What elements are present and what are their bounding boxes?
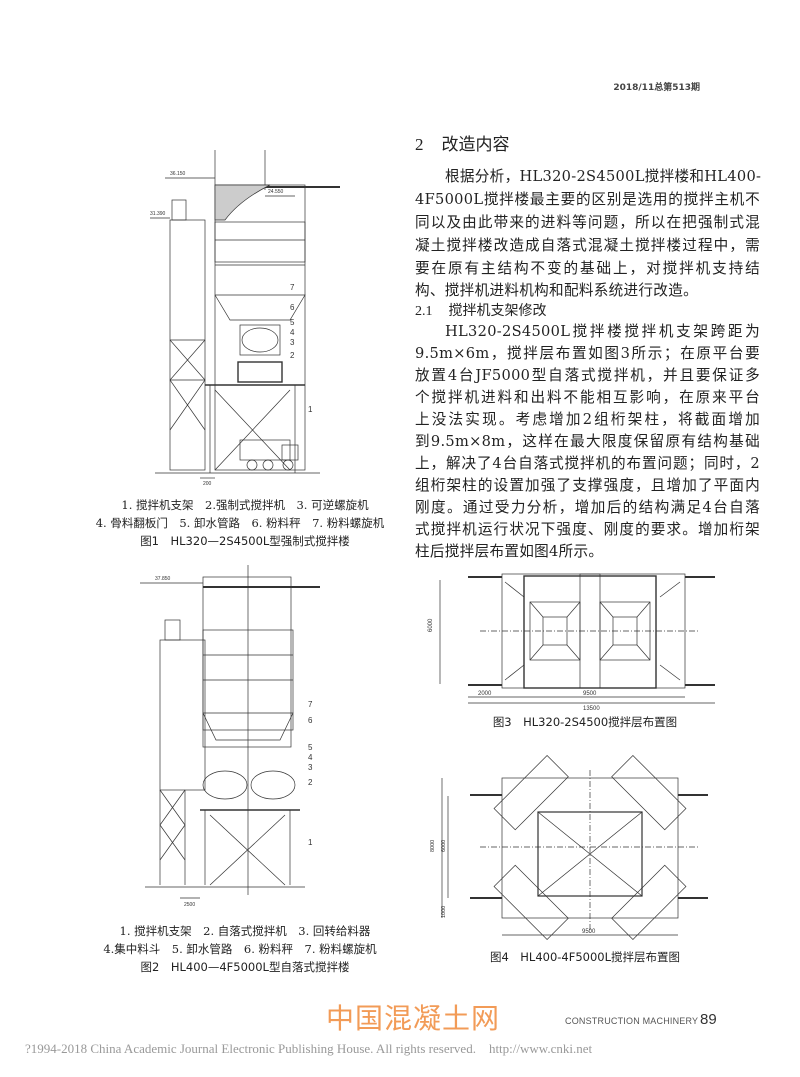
paragraph-line: 柱后搅拌层布置如图4所示。 <box>415 543 604 560</box>
dimension-label: 1000 <box>441 906 447 918</box>
figure-4-drawing: 8000 6000 1000 9500 <box>430 755 708 940</box>
issue-header: 2018/11总第513期 <box>613 83 700 93</box>
callout-3: 3 <box>290 338 295 347</box>
journal-name: CONSTRUCTION MACHINERY <box>565 1016 699 1026</box>
elevation-label: 37.850 <box>155 576 171 582</box>
callout-7: 7 <box>290 283 295 292</box>
paragraph-line: 要在原有主结构不变的基础上，对搅拌机支持结 <box>415 260 760 277</box>
subsection-heading: 2.1 搅拌机支架修改 <box>415 302 547 321</box>
paragraph-line: 构、搅拌机进料机构和配料系统进行改造。 <box>415 282 698 299</box>
dimension-label: 8000 <box>430 840 436 852</box>
callout-7: 7 <box>308 700 313 709</box>
dimension-label: 13500 <box>583 706 600 712</box>
figure-2-drawing: 37.850 2500 7 6 5 4 3 2 1 <box>140 565 320 908</box>
callout-5: 5 <box>290 318 295 327</box>
elevation-label: 36.150 <box>170 171 186 177</box>
paragraph-line: 到9.5m×8m，这样在最大限度保留原有结构基础 <box>415 433 760 450</box>
dimension-label: 9500 <box>583 691 597 697</box>
figure-1-drawing: 36.150 31.390 24.550 200 7 6 5 4 3 2 1 <box>150 150 340 487</box>
callout-4: 4 <box>290 328 295 337</box>
fig2-caption: 图2 HL400—4F5000L型自落式搅拌楼 <box>140 960 350 974</box>
section-number: 2 <box>415 135 424 154</box>
paragraph-line: 9.5m×6m，搅拌层布置如图3所示；在原平台要 <box>415 345 760 362</box>
callout-1: 1 <box>308 838 313 847</box>
fig2-legend-line-1: 1. 搅拌机支架 2. 自落式搅拌机 3. 回转给料器 <box>119 924 371 938</box>
elevation-label: 24.550 <box>268 189 284 195</box>
mixing-tower-elevation <box>140 565 320 899</box>
fig1-legend-line-1: 1. 搅拌机支架 2.强制式搅拌机 3. 可逆螺旋机 <box>121 498 369 512</box>
subsection-number: 2.1 <box>415 304 433 319</box>
callout-1: 1 <box>308 405 313 414</box>
callout-5: 5 <box>308 743 313 752</box>
dimension-label: 2000 <box>478 691 492 697</box>
fig2-legend-line-2: 4.集中料斗 5. 卸水管路 6. 粉料秤 7. 粉料螺旋机 <box>103 942 377 956</box>
callout-4: 4 <box>308 753 313 762</box>
page-number: 89 <box>700 1011 717 1028</box>
paragraph-line: 上没法实现。考虑增加2组桁架柱，将截面增加 <box>415 411 760 428</box>
dimension-label: 9500 <box>582 929 596 935</box>
paragraph-line: 式搅拌机运行状况下强度、刚度的要求。增加桁架 <box>415 521 760 538</box>
dimension-label: 6000 <box>428 618 434 632</box>
paragraph-line: 刚度。通过受力分析，增加后的结构满足4台自落 <box>415 499 760 516</box>
fig3-caption: 图3 HL320-2S4500搅拌层布置图 <box>492 715 678 729</box>
paragraph-line: 上，解决了4台自落式搅拌机的布置问题；同时，2 <box>415 455 760 472</box>
dimension-label: 2500 <box>184 902 195 908</box>
mixing-floor-plan <box>439 573 715 704</box>
paragraph-line: 凝土搅拌楼改造成自落式混凝土搅拌楼过程中，需 <box>415 237 760 254</box>
paragraph-line: 根据分析，HL320-2S4500L搅拌楼和HL400- <box>445 168 762 185</box>
paragraph-line: 组桁架柱的设置加强了支撑强度，且增加了平面内 <box>415 477 760 494</box>
watermark: 中国混凝土网 <box>326 1002 501 1035</box>
dimension-label: 6000 <box>441 840 447 852</box>
paragraph-line: 个搅拌机进料和出料不能相互影响，在原来平台 <box>415 389 760 406</box>
callout-2: 2 <box>290 351 295 360</box>
mixing-floor-plan <box>441 755 708 940</box>
paragraph-line: 4F5000L搅拌楼最主要的区别是选用的搅拌主机不 <box>415 191 760 208</box>
section-title: 改造内容 <box>441 135 510 155</box>
callout-6: 6 <box>290 303 295 312</box>
mixing-tower-elevation <box>150 150 340 479</box>
dimension-label: 200 <box>203 481 212 487</box>
callout-2: 2 <box>308 778 313 787</box>
section-heading: 2 改造内容 <box>415 135 510 155</box>
copyright-line: ?1994-2018 China Academic Journal Electr… <box>25 1041 593 1056</box>
callout-6: 6 <box>308 716 313 725</box>
paragraph-line: 放置4台JF5000型自落式搅拌机，并且要保证多 <box>415 367 760 384</box>
fig4-caption: 图4 HL400-4F5000L搅拌层布置图 <box>489 950 681 964</box>
elevation-label: 31.390 <box>150 211 166 217</box>
paragraph-line: 同以及由此带来的进料等问题，所以在把强制式混 <box>415 214 760 231</box>
fig1-legend-line-2: 4. 骨料翻板门 5. 卸水管路 6. 粉料秤 7. 粉料螺旋机 <box>95 516 385 530</box>
callout-3: 3 <box>308 763 313 772</box>
fig1-caption: 图1 HL320—2S4500L型强制式搅拌楼 <box>140 534 350 548</box>
paragraph-line: HL320-2S4500L搅拌楼搅拌机支架跨距为 <box>445 323 760 340</box>
subsection-title: 搅拌机支架修改 <box>448 303 547 319</box>
figure-3-drawing: 6000 2000 9500 13500 <box>428 573 715 712</box>
